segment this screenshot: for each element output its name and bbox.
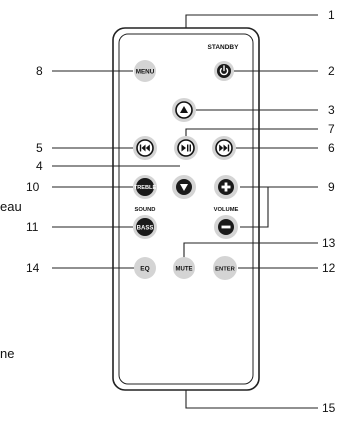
minus-icon (221, 225, 231, 229)
callout-8: 8 (36, 64, 43, 78)
play-pause-icon (181, 144, 191, 152)
mute-button[interactable]: MUTE (173, 257, 195, 279)
volume-down-button[interactable] (214, 215, 238, 239)
callout-14: 14 (26, 261, 40, 275)
eq-button[interactable]: EQ (134, 257, 156, 279)
leader-1 (185, 14, 318, 28)
callout-12: 12 (322, 261, 336, 275)
treble-label: TREBLE (134, 185, 157, 191)
menu-label: MENU (136, 68, 155, 75)
next-button[interactable] (212, 136, 236, 160)
triangle-up-icon (180, 106, 188, 113)
callout-3: 3 (328, 103, 335, 117)
standby-label: STANDBY (208, 44, 240, 51)
plus-icon (221, 182, 231, 192)
callout-numbers: 1 2 3 4 5 6 7 8 9 10 11 12 13 14 15 (26, 8, 336, 415)
up-button[interactable] (172, 98, 196, 122)
skip-back-icon (139, 144, 150, 152)
callout-5: 5 (36, 141, 43, 155)
bass-label: BASS (137, 225, 154, 231)
leader-15 (185, 390, 318, 409)
triangle-down-icon (180, 184, 188, 191)
eq-label: EQ (140, 265, 149, 272)
callout-4: 4 (36, 159, 43, 173)
volume-label: VOLUME (214, 207, 239, 213)
enter-button[interactable]: ENTER (213, 256, 237, 280)
volume-up-button[interactable] (214, 175, 238, 199)
callout-7: 7 (328, 122, 335, 136)
down-button[interactable] (172, 175, 196, 199)
standby-button[interactable] (214, 61, 234, 81)
enter-label: ENTER (215, 266, 235, 272)
callout-15: 15 (322, 401, 336, 415)
bass-button[interactable]: BASS (133, 215, 157, 239)
callout-11: 11 (26, 220, 39, 234)
play-pause-button[interactable] (174, 136, 198, 160)
leader-9 (240, 186, 269, 228)
cutoff-text-2: ne (0, 346, 14, 361)
sound-label: SOUND (135, 207, 156, 213)
prev-button[interactable] (133, 136, 157, 160)
leader-7 (185, 128, 318, 137)
skip-forward-icon (219, 144, 230, 152)
callout-13: 13 (322, 236, 336, 250)
callout-6: 6 (328, 141, 335, 155)
remote-buttons: STANDBY MENU (133, 44, 239, 280)
callout-1: 1 (328, 8, 335, 22)
power-icon (217, 64, 231, 78)
menu-button[interactable]: MENU (134, 60, 156, 82)
treble-button[interactable]: TREBLE (133, 175, 157, 199)
callout-2: 2 (328, 64, 335, 78)
cutoff-text-1: eau (0, 199, 22, 214)
callout-10: 10 (26, 180, 40, 194)
callout-9: 9 (328, 180, 335, 194)
mute-label: MUTE (176, 266, 193, 272)
